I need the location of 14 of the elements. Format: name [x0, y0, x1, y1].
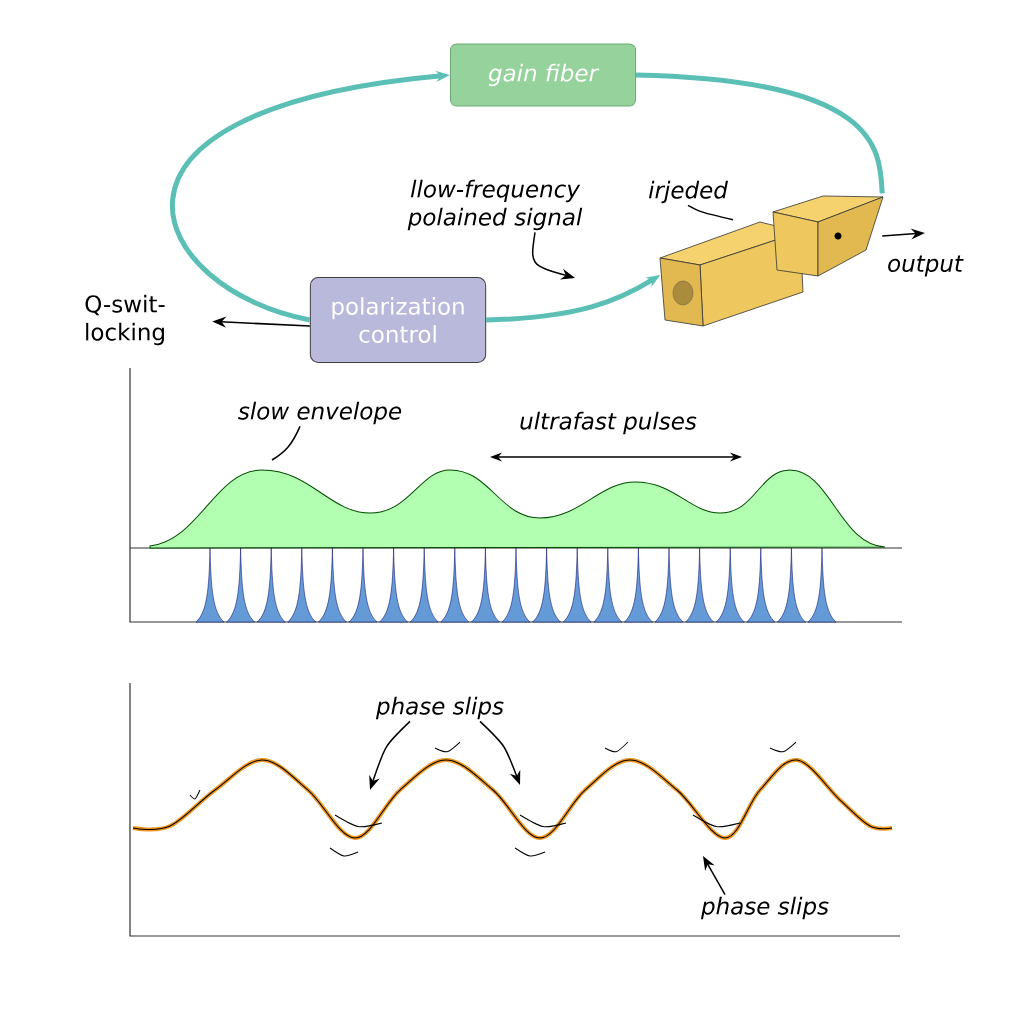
phase-slip-label: phase slips: [700, 896, 829, 920]
fiber: [635, 72, 885, 194]
phase-slip-label: phase slips: [375, 696, 504, 720]
signal-label: llow-frequency polained signal: [407, 179, 583, 231]
component-label: irjeded: [648, 180, 728, 204]
leader-line: [687, 204, 734, 221]
output-label: output: [888, 255, 964, 277]
gain-fiber-box: gain fiber: [450, 43, 636, 107]
block-drawing: [772, 195, 884, 277]
mode-label: Q-swit- locking: [85, 294, 165, 346]
envelope-label: slow envelope: [238, 401, 402, 425]
polarization-control-box: polarization control: [309, 277, 487, 363]
leader-line: [271, 425, 301, 461]
pulse-label: ultrafast pulses: [520, 411, 697, 435]
